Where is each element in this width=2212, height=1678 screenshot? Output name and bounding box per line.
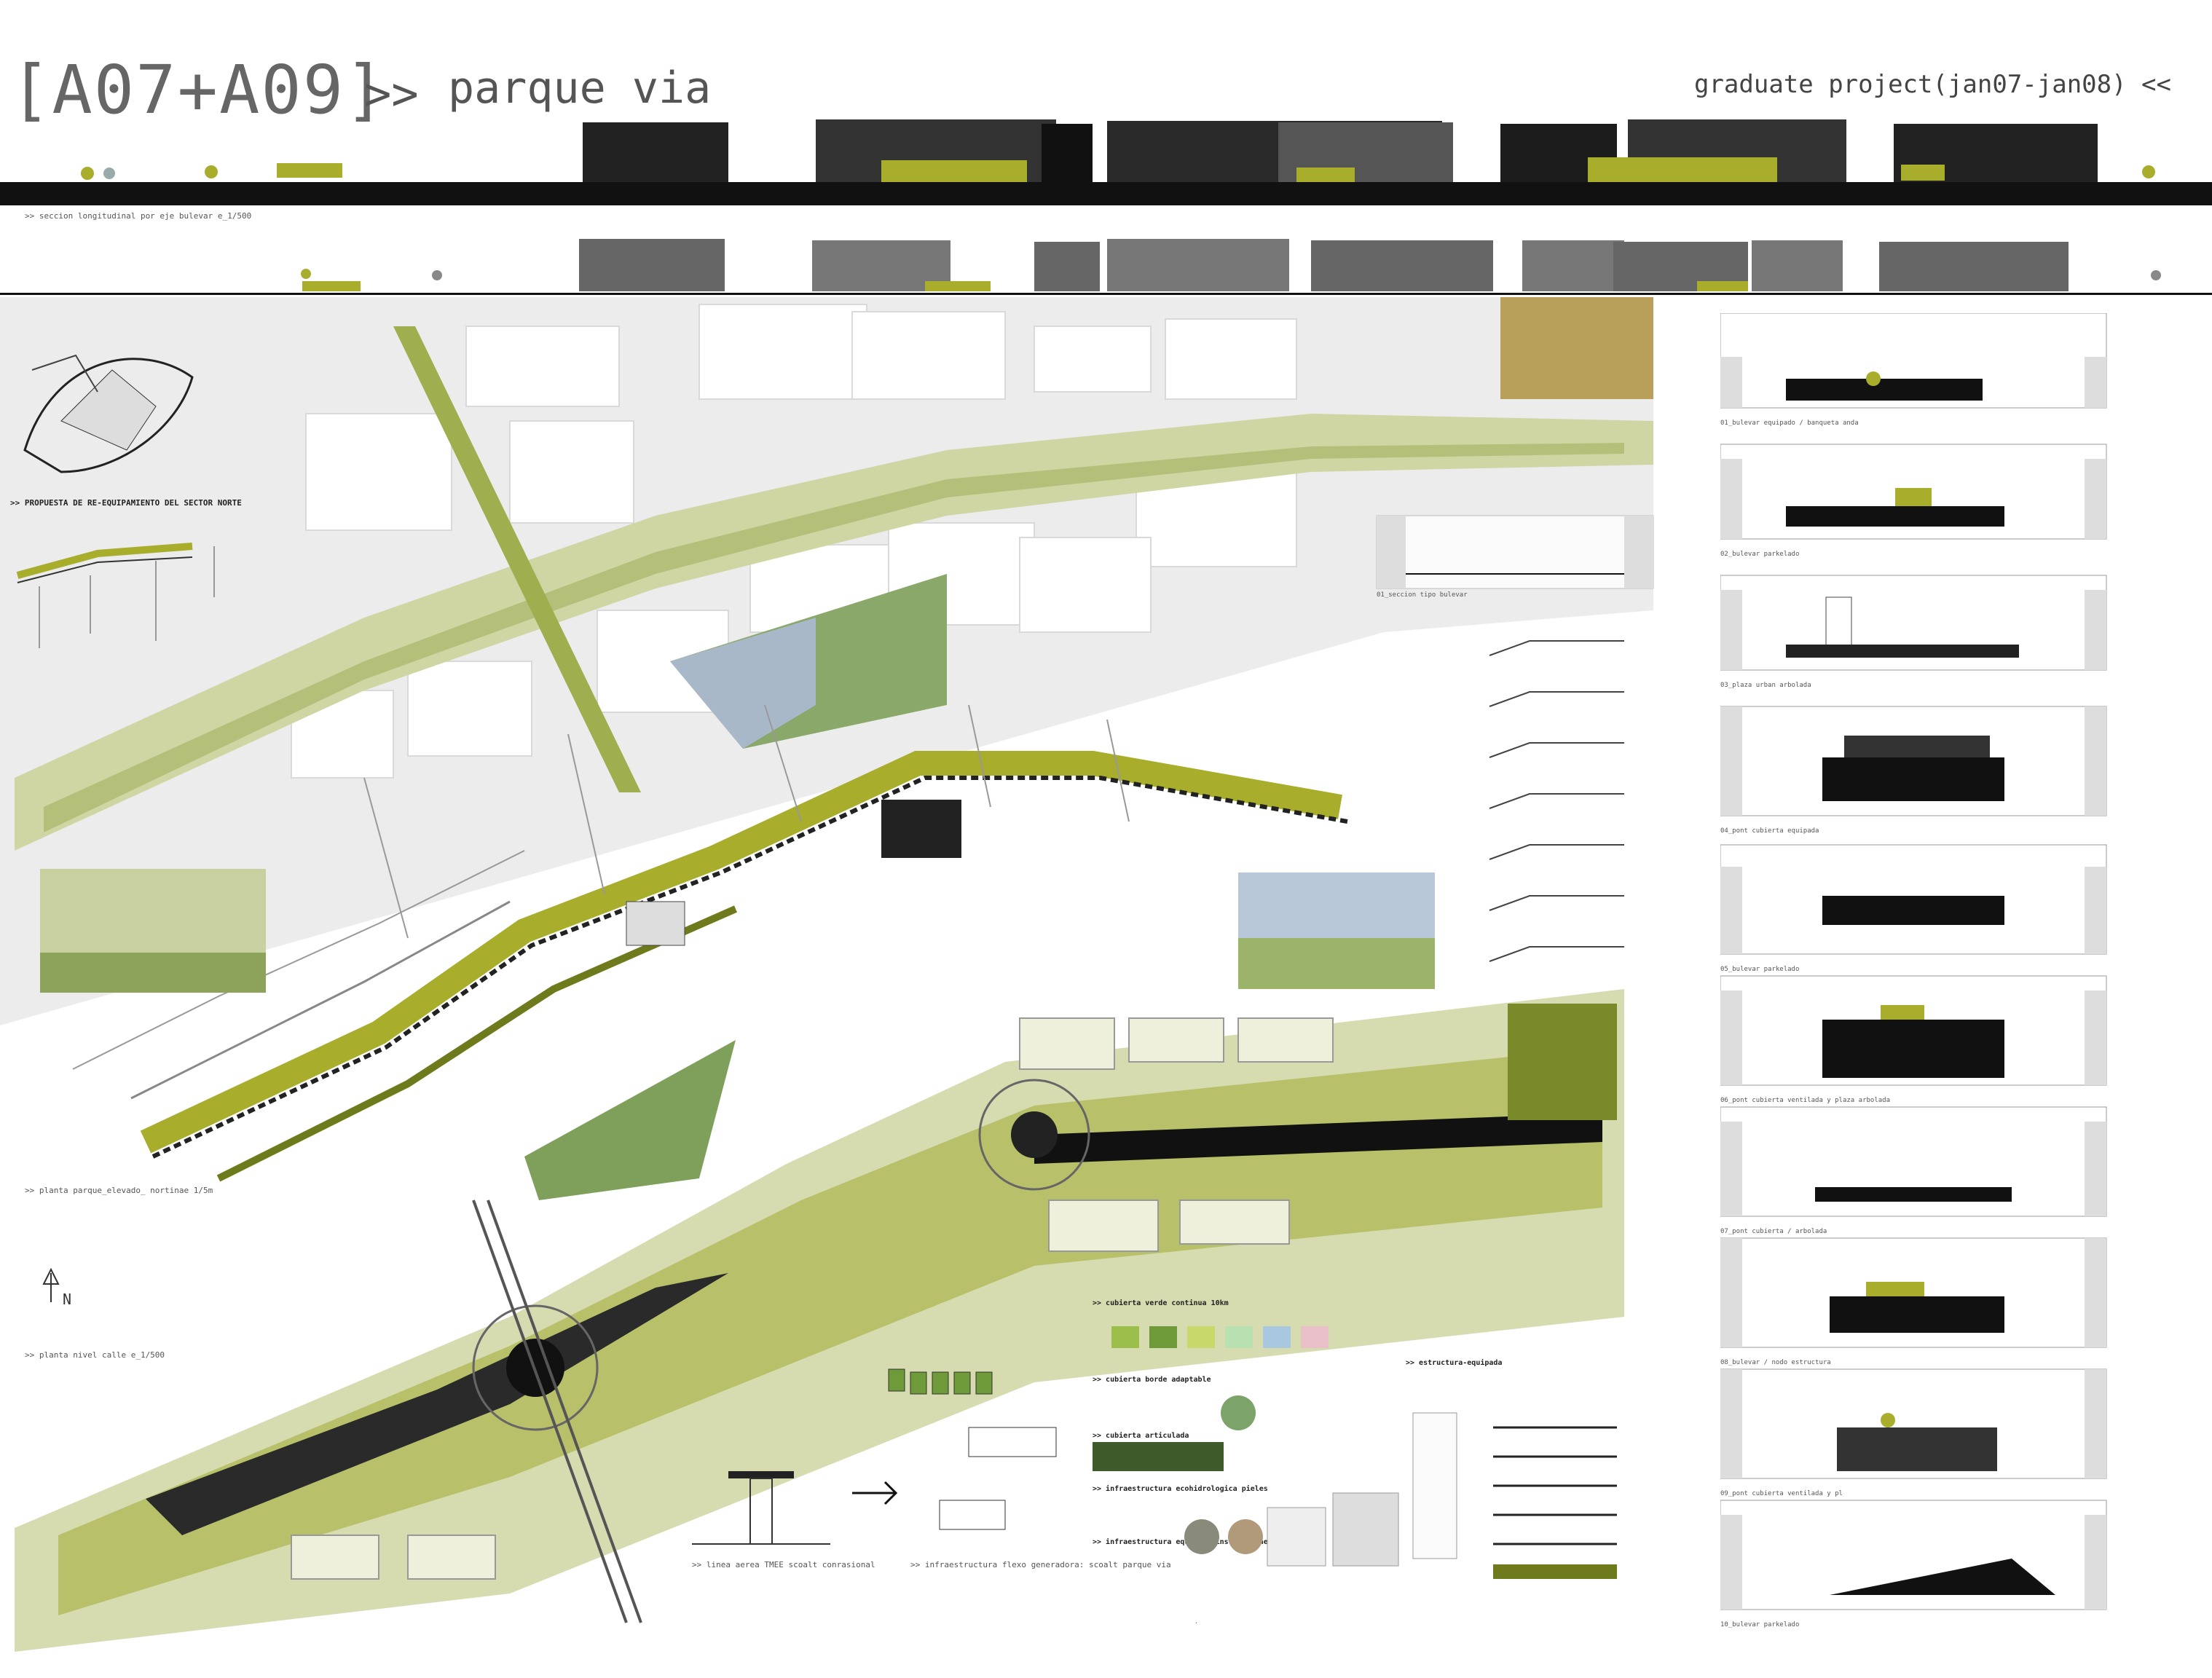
roundabout-west — [472, 1304, 599, 1431]
street-outlines — [72, 704, 1130, 1070]
section-9 — [1720, 1368, 2107, 1479]
section-drawings — [1720, 312, 2107, 1610]
project-subtitle: graduate project(jan07-jan08) << — [1693, 70, 2171, 99]
legend-item-1: >> cubierta verde continua 10km — [1093, 1299, 1229, 1307]
swatch-4 — [1225, 1326, 1253, 1348]
caption-section-bulevar: 01_seccion tipo bulevar — [1377, 591, 1468, 599]
legend-item-2: >> cubierta borde adaptable — [1093, 1376, 1211, 1384]
master-plan — [0, 297, 1654, 1652]
elevated-line-diagram — [692, 1471, 898, 1545]
caption-elevated-line: >> linea aerea TMEE scoalt conrasional — [692, 1560, 875, 1569]
section-caption-8: 08_bulevar / nodo estructura — [1720, 1359, 1831, 1366]
roundabout-east — [978, 1079, 1090, 1191]
section-2 — [1720, 444, 2107, 540]
caption-infrastructure: >> infraestructura flexo generadora: sco… — [910, 1560, 1171, 1569]
section-5 — [1720, 844, 2107, 955]
section-caption-2: 02_bulevar parkelado — [1720, 551, 1800, 558]
swatch-2 — [1149, 1326, 1177, 1348]
proposal-diagram — [16, 543, 215, 648]
aerial-photo — [1500, 297, 1653, 399]
legend-item-3: >> cubierta articulada — [1093, 1432, 1189, 1440]
section-3 — [1720, 575, 2107, 671]
section-caption-3: 03_plaza urban arbolada — [1720, 682, 1811, 689]
section-caption-6: 06_pont cubierta ventilada y plaza arbol… — [1720, 1097, 1890, 1104]
section-caption-1: 01_bulevar equipado / banqueta anda — [1720, 420, 1859, 427]
section-1 — [1720, 312, 2107, 409]
section-6 — [1720, 975, 2107, 1086]
infrastructure-images — [1093, 1395, 1457, 1567]
project-code: [A07+A09] — [10, 51, 387, 129]
legend-block: >> cubierta verde continua 10km >> cubie… — [1093, 1299, 1413, 1546]
caption-elevated-plan: >> planta parque_elevado_ nortinae 1/5m — [25, 1186, 213, 1195]
legend-item-6: >> estructura-equipada — [1406, 1359, 1503, 1367]
project-name: parque via — [448, 63, 712, 114]
caption-longitudinal-section: >> seccion longitudinal por eje bulevar … — [25, 211, 252, 221]
legend-item-4: >> infraestructura ecohidrologica pieles — [1093, 1485, 1268, 1493]
swatch-3 — [1187, 1326, 1215, 1348]
north-arrow — [42, 1267, 60, 1302]
render-photo-4 — [524, 1040, 736, 1200]
caption-street-plan: >> planta nivel calle e_1/500 — [25, 1350, 165, 1360]
location-map — [23, 354, 194, 473]
title-arrow: >> — [364, 67, 419, 120]
section-caption-10: 10_bulevar parkelado — [1720, 1621, 1800, 1628]
section-caption-9: 09_pont cubierta ventilada y pl — [1720, 1490, 1843, 1497]
caption-proposal: >> PROPUESTA DE RE-EQUIPAMIENTO DEL SECT… — [10, 498, 242, 508]
north-label: N — [63, 1291, 72, 1308]
park-ribbon — [15, 414, 1653, 851]
section-8 — [1720, 1237, 2107, 1348]
legend-item-5: >> infraestructura equipada instalacione… — [1093, 1538, 1272, 1546]
green-patch — [1508, 1004, 1617, 1120]
page-dot: . — [1194, 1618, 1198, 1625]
elevated-park — [140, 751, 1342, 1154]
section-7 — [1720, 1106, 2107, 1217]
section-caption-7: 07_pont cubierta / arbolada — [1720, 1228, 1827, 1235]
section-caption-4: 04_pont cubierta equipada — [1720, 827, 1819, 835]
swatch-1 — [1111, 1326, 1139, 1348]
section-4 — [1720, 706, 2107, 816]
longitudinal-section-top — [0, 119, 2212, 205]
structure-diagrams — [1493, 1426, 1617, 1579]
layer-diagram — [888, 1368, 1057, 1530]
section-caption-5: 05_bulevar parkelado — [1720, 966, 1800, 973]
mini-section-column — [1489, 640, 1624, 962]
swatch-6 — [1301, 1326, 1329, 1348]
section-column: 01_bulevar equipado / banqueta anda 02_b… — [1720, 312, 2128, 1631]
section-10 — [1720, 1500, 2107, 1610]
swatch-5 — [1263, 1326, 1291, 1348]
rail-corridor — [393, 326, 641, 792]
building-blocks — [291, 304, 1297, 779]
longitudinal-section-bottom — [0, 239, 2212, 295]
legend-swatches — [1111, 1326, 1413, 1348]
